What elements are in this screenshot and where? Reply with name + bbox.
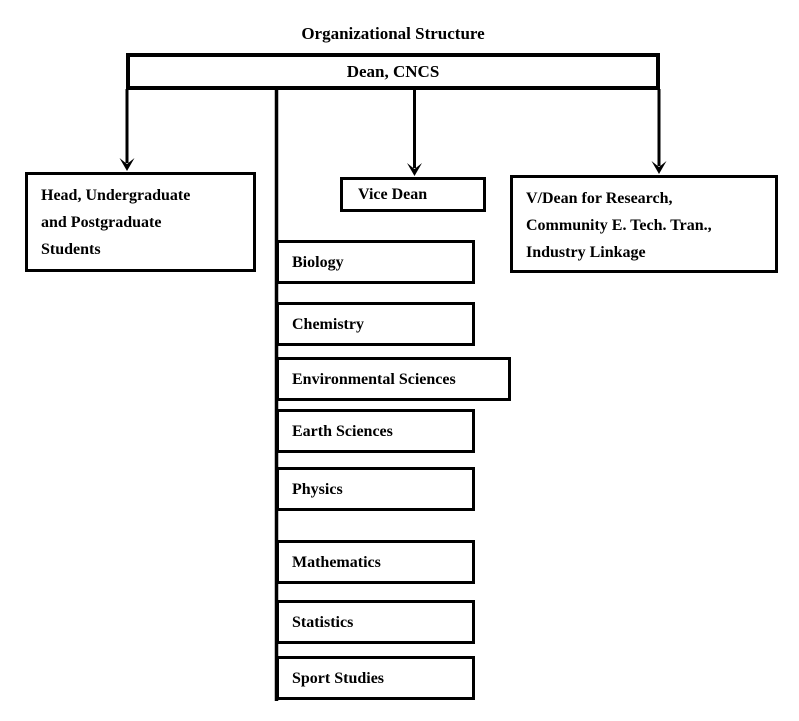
page-title: Organizational Structure — [301, 24, 485, 43]
vdean-research-box: V/Dean for Research, Community E. Tech. … — [510, 175, 778, 273]
dept-box-physics: Physics — [276, 467, 475, 511]
dept-label: Physics — [292, 480, 343, 498]
dept-box-earth-sciences: Earth Sciences — [276, 409, 475, 453]
dean-label: Dean, CNCS — [346, 62, 440, 81]
dept-box-mathematics: Mathematics — [276, 540, 475, 584]
head-students-box: Head, Undergraduate and Postgraduate Stu… — [25, 172, 256, 272]
dept-box-biology: Biology — [276, 240, 475, 284]
vice-dean-label: Vice Dean — [358, 186, 428, 203]
dept-label: Sport Studies — [292, 669, 385, 687]
vice-dean-box: Vice Dean — [340, 177, 486, 212]
dept-box-sport-studies: Sport Studies — [276, 656, 475, 700]
dept-label: Mathematics — [292, 553, 381, 571]
dept-label: Biology — [292, 253, 344, 271]
dept-label: Environmental Sciences — [292, 370, 456, 388]
arrow-left-head-icon — [119, 158, 135, 171]
dept-box-statistics: Statistics — [276, 600, 475, 644]
arrow-right-head-icon — [651, 161, 667, 174]
dept-label: Statistics — [292, 613, 354, 631]
dept-label: Chemistry — [292, 315, 364, 333]
dean-box: Dean, CNCS — [126, 53, 660, 90]
arrow-middle-head-icon — [407, 163, 422, 176]
dept-box-chemistry: Chemistry — [276, 302, 475, 346]
dept-label: Earth Sciences — [292, 422, 393, 440]
dept-box-environmental-sciences: Environmental Sciences — [276, 357, 511, 401]
